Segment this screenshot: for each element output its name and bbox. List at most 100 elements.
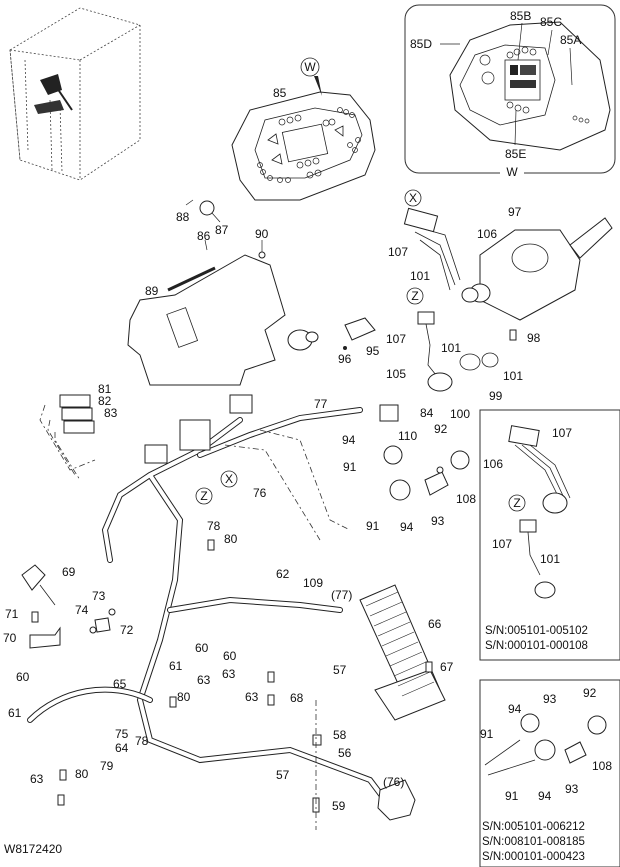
label-85d: 85D — [410, 37, 432, 51]
callout-94-low: 94 — [400, 520, 414, 534]
callout-77-ref: (77) — [331, 588, 352, 602]
callout-78-low: 78 — [135, 734, 149, 748]
callout-91-top: 91 — [343, 460, 357, 474]
inset-x-marker-z: Z — [513, 496, 520, 510]
callout-89: 89 — [145, 284, 159, 298]
connector-76[interactable] — [377, 779, 416, 821]
inset-lamps-94a: 94 — [508, 702, 522, 716]
detail-w-title: W — [506, 165, 518, 179]
callout-101-top: 101 — [410, 269, 430, 283]
detail-w-panel: 85B 85C 85A 85D 85E W — [404, 4, 616, 179]
inset-lamps-94b: 94 — [538, 789, 552, 803]
callout-65: 65 — [113, 677, 127, 691]
callout-80-mid: 80 — [177, 690, 191, 704]
inset-x-106: 106 — [483, 457, 503, 471]
callout-57-low: 57 — [276, 768, 290, 782]
marker-z-top: Z — [411, 289, 418, 303]
inset-lamps-93b: 93 — [565, 782, 579, 796]
callout-88: 88 — [176, 210, 190, 224]
marker-x-main-label: X — [225, 472, 233, 486]
small-part-87[interactable] — [199, 200, 215, 216]
callout-100: 100 — [450, 407, 470, 421]
marker-x-top: X — [409, 191, 417, 205]
lever-switch-97[interactable] — [461, 217, 613, 321]
callout-70: 70 — [3, 631, 17, 645]
callout-93: 93 — [431, 514, 445, 528]
inset-x-variant: Z 107 106 107 101 S/N:005101-005102 S/N:… — [479, 409, 620, 661]
marker-z-main-label: Z — [200, 489, 207, 503]
inset-lamps-serial-3: S/N:000101-000423 — [482, 851, 585, 863]
callout-97: 97 — [508, 205, 522, 219]
callout-98: 98 — [527, 331, 541, 345]
callout-87: 87 — [215, 223, 229, 237]
inset-lamps-serial-2: S/N:008101-008185 — [482, 836, 585, 848]
callout-107-top: 107 — [388, 245, 408, 259]
inset-lamps-91a: 91 — [480, 727, 494, 741]
relays-81-83[interactable] — [39, 394, 96, 481]
marker-w: W — [300, 57, 322, 96]
callout-101-mid: 101 — [441, 341, 461, 355]
callout-68: 68 — [290, 691, 304, 705]
inset-x-107b: 107 — [492, 537, 512, 551]
callout-58: 58 — [333, 728, 347, 742]
inset-x-serial-1: S/N:005101-005102 — [485, 625, 588, 637]
inset-x-101: 101 — [540, 552, 560, 566]
cab-outline — [9, 7, 141, 181]
callout-75: 75 — [115, 727, 129, 741]
callout-57-top: 57 — [333, 663, 347, 677]
callout-101-low: 101 — [503, 369, 523, 383]
inset-lamps-93a: 93 — [543, 692, 557, 706]
callout-105: 105 — [386, 367, 406, 381]
main-harness — [27, 394, 388, 803]
callout-86: 86 — [197, 229, 211, 243]
monitor-bracket-89[interactable] — [127, 254, 286, 386]
accelerator-pedal-66[interactable] — [359, 584, 446, 721]
callout-92: 92 — [434, 422, 448, 436]
fasteners — [57, 329, 517, 813]
harness-x: X — [403, 189, 461, 291]
inset-x-107a: 107 — [552, 426, 572, 440]
callout-63-mid: 63 — [197, 673, 211, 687]
marker-w-label: W — [304, 60, 316, 74]
callout-90: 90 — [255, 227, 269, 241]
label-85a: 85A — [560, 33, 581, 47]
callout-106: 106 — [477, 227, 497, 241]
callout-72: 72 — [120, 623, 134, 637]
inset-lamps-91b: 91 — [505, 789, 519, 803]
callout-64: 64 — [115, 741, 129, 755]
callout-61-mid: 61 — [169, 659, 183, 673]
monitor-85[interactable] — [231, 91, 376, 201]
callout-77: 77 — [314, 397, 328, 411]
marker-x-main — [220, 470, 238, 488]
callout-63-low: 63 — [30, 772, 44, 786]
callout-81: 81 — [98, 382, 112, 396]
callout-85: 85 — [273, 86, 287, 100]
label-85e: 85E — [505, 147, 526, 161]
callout-95: 95 — [366, 344, 380, 358]
label-85b: 85B — [510, 9, 531, 23]
callout-76-ref: (76) — [383, 775, 404, 789]
callout-labels: 85 86 87 88 89 90 97 106 107 101 107 101… — [3, 86, 541, 813]
callout-69: 69 — [62, 565, 76, 579]
inset-x-serial-2: S/N:000101-000108 — [485, 640, 588, 652]
callout-79: 79 — [100, 759, 114, 773]
callout-109: 109 — [303, 576, 323, 590]
callout-84: 84 — [420, 406, 434, 420]
figure-id: W8172420 — [4, 842, 62, 856]
callout-62: 62 — [276, 567, 290, 581]
callout-99: 99 — [489, 389, 503, 403]
callout-94-top: 94 — [342, 433, 356, 447]
callout-83: 83 — [104, 406, 118, 420]
connector-84[interactable] — [379, 404, 399, 422]
work-lamps[interactable] — [383, 445, 470, 501]
callout-67: 67 — [440, 660, 454, 674]
callout-63-a: 63 — [222, 667, 236, 681]
callout-60-right: 60 — [223, 649, 237, 663]
marker-z-main — [195, 487, 213, 505]
key-switch[interactable] — [287, 317, 376, 351]
callout-110: 110 — [398, 429, 417, 443]
callout-60-left: 60 — [16, 670, 30, 684]
ground-parts[interactable] — [21, 564, 116, 649]
callout-71: 71 — [5, 607, 19, 621]
